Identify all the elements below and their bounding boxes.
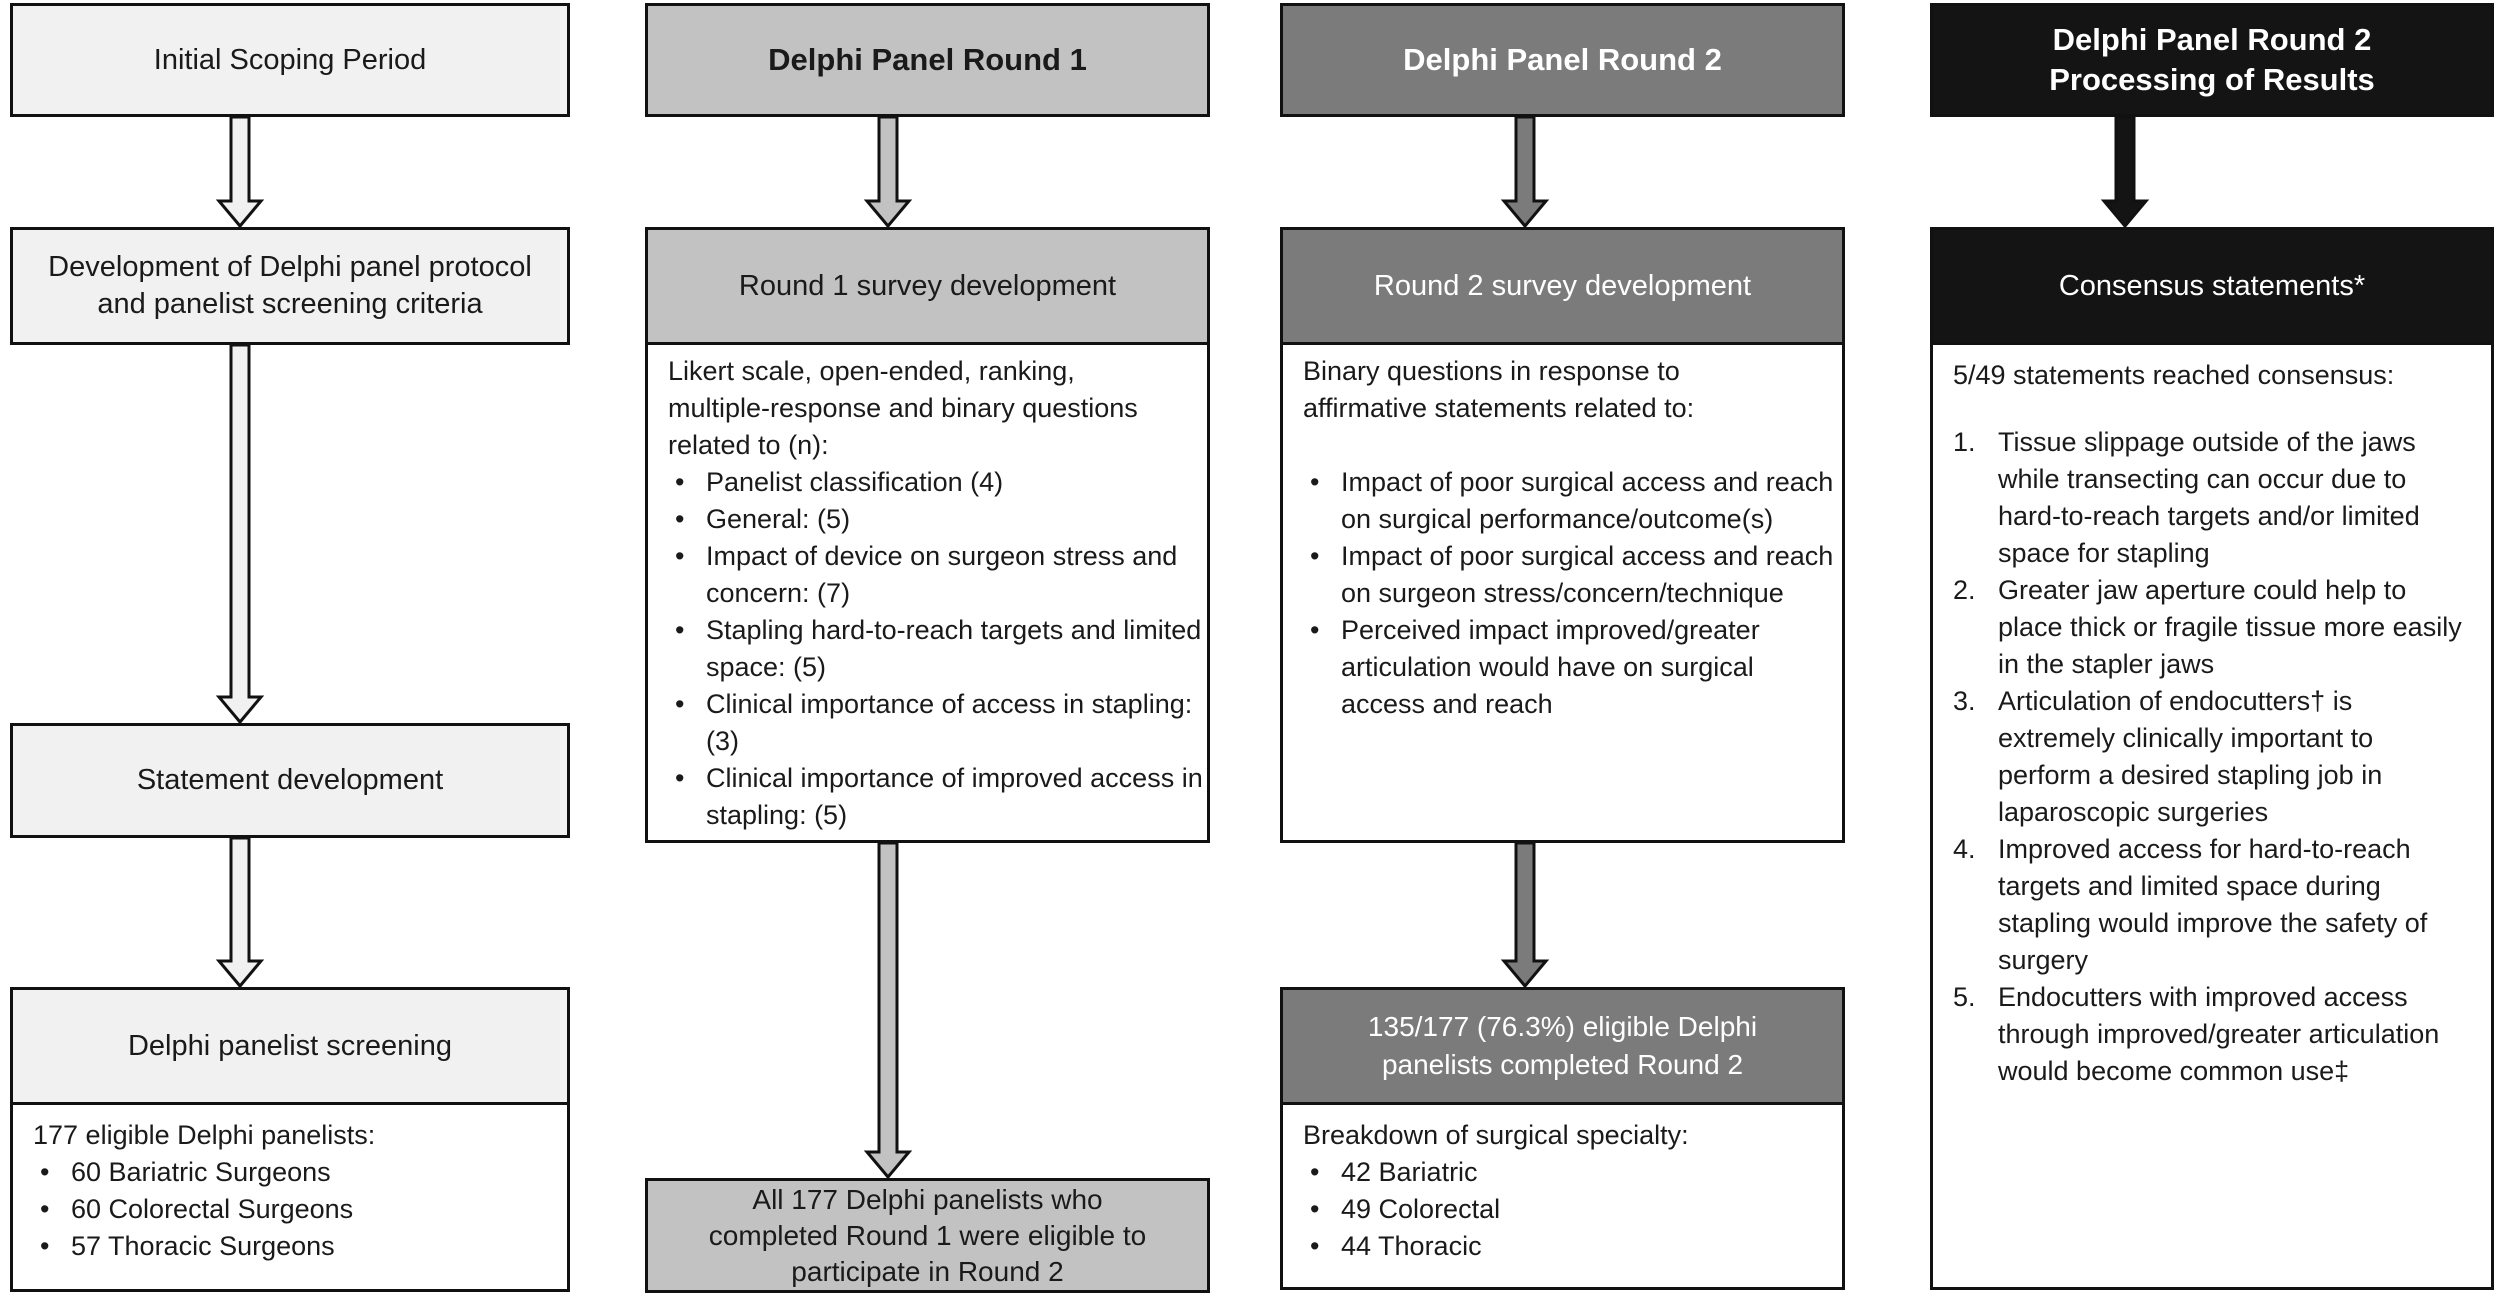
- box-consensus-statements: Consensus statements* 5/49 statements re…: [1930, 227, 2494, 1290]
- processing-title-line-1: Delphi Panel Round 2: [2052, 22, 2372, 57]
- consensus-statement: Improved access for hard-to-reach target…: [1953, 831, 2428, 975]
- arrow-down-icon: [1500, 115, 1550, 229]
- round2-completion-header: 135/177 (76.3%) eligible Delphi panelist…: [1283, 990, 1842, 1105]
- round1-survey-header: Round 1 survey development: [648, 230, 1207, 345]
- bullet-item: Perceived impact improved/greater articu…: [1303, 612, 1838, 723]
- round2-survey-header: Round 2 survey development: [1283, 230, 1842, 345]
- processing-title-line-2: Processing of Results: [2049, 62, 2375, 97]
- round2-survey-body: Binary questions in response to affirmat…: [1283, 345, 1842, 723]
- consensus-statement: Greater jaw aperture could help to place…: [1953, 572, 2462, 679]
- screening-intro: 177 eligible Delphi panelists:: [33, 1120, 376, 1150]
- round2-completion-body: Breakdown of surgical specialty: 42 Bari…: [1283, 1105, 1842, 1265]
- bullet-item: 60 Colorectal Surgeons: [33, 1191, 563, 1228]
- eligibility-line-1: All 177 Delphi panelists who: [752, 1183, 1103, 1215]
- bullet-item: Impact of poor surgical access and reach…: [1303, 538, 1838, 612]
- box-round2-processing-of-results: Delphi Panel Round 2 Processing of Resul…: [1930, 3, 2494, 117]
- box-round1-survey-development: Round 1 survey development Likert scale,…: [645, 227, 1210, 843]
- bullet-item: 42 Bariatric: [1303, 1154, 1838, 1191]
- round1-survey-body: Likert scale, open-ended, ranking, multi…: [648, 345, 1207, 834]
- completion-intro: Breakdown of surgical specialty:: [1303, 1120, 1689, 1150]
- bullet-item: 49 Colorectal: [1303, 1191, 1838, 1228]
- bullet-item: Stapling hard-to-reach targets and limit…: [668, 612, 1203, 686]
- box-round2-completion: 135/177 (76.3%) eligible Delphi panelist…: [1280, 987, 1845, 1290]
- round2-survey-header-label: Round 2 survey development: [1373, 270, 1752, 302]
- box-delphi-panelist-screening: Delphi panelist screening 177 eligible D…: [10, 987, 570, 1292]
- arrow-down-icon: [215, 836, 265, 989]
- protocol-line-1: Development of Delphi panel protocol: [48, 251, 532, 283]
- completion-bullet-list: 42 Bariatric 49 Colorectal 44 Thoracic: [1303, 1154, 1838, 1265]
- bullet-item: 57 Thoracic Surgeons: [33, 1228, 563, 1265]
- bullet-item: General: (5): [668, 501, 1203, 538]
- box-initial-scoping-period: Initial Scoping Period: [10, 3, 570, 117]
- consensus-body: 5/49 statements reached consensus: Tissu…: [1933, 345, 2491, 1090]
- bullet-item: Panelist classification (4): [668, 464, 1203, 501]
- round2-survey-bullet-list: Impact of poor surgical access and reach…: [1303, 464, 1838, 723]
- bullet-item: 44 Thoracic: [1303, 1228, 1838, 1265]
- arrow-down-icon: [863, 115, 913, 229]
- round1-survey-header-label: Round 1 survey development: [738, 270, 1117, 302]
- arrow-down-icon: [215, 115, 265, 229]
- box-round1-eligibility: All 177 Delphi panelists who completed R…: [645, 1178, 1210, 1293]
- eligibility-line-2: completed Round 1 were eligible to: [708, 1219, 1147, 1251]
- consensus-intro: 5/49 statements reached consensus:: [1953, 360, 2395, 390]
- consensus-statement: Articulation of endocutters† is extremel…: [1953, 683, 2383, 827]
- bullet-item: 60 Bariatric Surgeons: [33, 1154, 563, 1191]
- consensus-statement: Endocutters with improved access through…: [1953, 979, 2440, 1086]
- round1-survey-intro: Likert scale, open-ended, ranking, multi…: [668, 356, 1138, 460]
- arrow-down-icon: [215, 343, 265, 725]
- box-round2-survey-development: Round 2 survey development Binary questi…: [1280, 227, 1845, 843]
- bullet-item: Impact of device on surgeon stress and c…: [668, 538, 1203, 612]
- protocol-line-2: and panelist screening criteria: [97, 288, 483, 320]
- consensus-header-label: Consensus statements*: [2058, 270, 2366, 302]
- initial-scoping-label: Initial Scoping Period: [153, 44, 427, 76]
- bullet-item: Impact of poor surgical access and reach…: [1303, 464, 1838, 538]
- screening-header-label: Delphi panelist screening: [127, 1030, 453, 1062]
- arrow-down-icon: [2100, 115, 2150, 229]
- screening-bullet-list: 60 Bariatric Surgeons 60 Colorectal Surg…: [33, 1154, 563, 1265]
- box-delphi-panel-round-1: Delphi Panel Round 1: [645, 3, 1210, 117]
- round2-title-label: Delphi Panel Round 2: [1403, 42, 1722, 77]
- box-delphi-panel-round-2: Delphi Panel Round 2: [1280, 3, 1845, 117]
- screening-body: 177 eligible Delphi panelists: 60 Bariat…: [13, 1105, 567, 1265]
- consensus-header: Consensus statements*: [1933, 230, 2491, 345]
- statement-development-label: Statement development: [136, 764, 444, 796]
- arrow-down-icon: [1500, 841, 1550, 989]
- consensus-statement: Tissue slippage outside of the jaws whil…: [1953, 424, 2420, 568]
- round2-survey-intro: Binary questions in response to affirmat…: [1303, 356, 1695, 423]
- consensus-statement-list: Tissue slippage outside of the jaws whil…: [1953, 424, 2487, 1090]
- eligibility-line-3: participate in Round 2: [791, 1255, 1064, 1287]
- bullet-item: Clinical importance of access in staplin…: [668, 686, 1203, 760]
- completion-header-line-2: panelists completed Round 2: [1381, 1049, 1744, 1080]
- box-protocol-development: Development of Delphi panel protocol and…: [10, 227, 570, 345]
- arrow-down-icon: [863, 841, 913, 1180]
- box-statement-development: Statement development: [10, 723, 570, 838]
- bullet-item: Clinical importance of improved access i…: [668, 760, 1203, 834]
- completion-header-line-1: 135/177 (76.3%) eligible Delphi: [1367, 1011, 1758, 1042]
- round1-survey-bullet-list: Panelist classification (4) General: (5)…: [668, 464, 1203, 834]
- round1-title-label: Delphi Panel Round 1: [768, 42, 1087, 77]
- screening-header: Delphi panelist screening: [13, 990, 567, 1105]
